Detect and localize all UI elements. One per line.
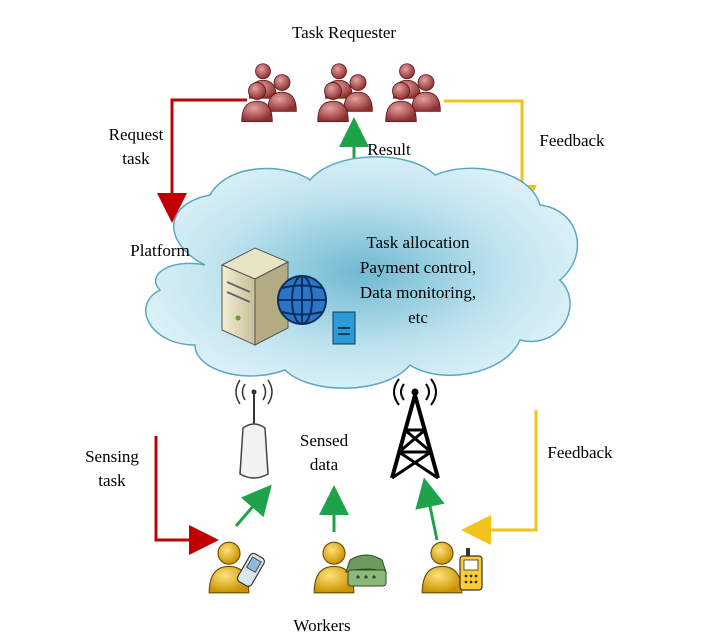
task-requester-label: Task Requester xyxy=(292,23,396,42)
result-label: Result xyxy=(367,140,411,159)
workers-label: Workers xyxy=(293,616,350,635)
wifi-access-point-icon xyxy=(235,379,273,479)
sensed-data-label-line1: Sensed xyxy=(300,431,349,450)
cell-tower-icon xyxy=(390,378,440,480)
function-etc: etc xyxy=(408,308,428,327)
request-task-label-line2: task xyxy=(122,149,150,168)
feedback-bottom-arrow xyxy=(461,410,538,545)
function-data-monitoring: Data monitoring, xyxy=(360,283,476,302)
sensing-task-arrow xyxy=(154,436,219,555)
function-payment-control: Payment control, xyxy=(360,258,476,277)
platform-functions: Task allocation Payment control, Data mo… xyxy=(360,233,476,327)
worker-with-telephone-icon xyxy=(313,541,387,594)
worker-with-cellphone-icon xyxy=(421,541,483,594)
worker-with-mobile-phone-icon xyxy=(208,541,265,594)
server-with-globe-icon xyxy=(220,247,356,346)
sensing-task-label-line2: task xyxy=(98,471,126,490)
function-task-allocation: Task allocation xyxy=(366,233,470,252)
request-task-arrow xyxy=(157,98,247,223)
sensed-data-label-line2: data xyxy=(310,455,339,474)
feedback-bottom-label: Feedback xyxy=(547,443,613,462)
sensing-task-label-line1: Sensing xyxy=(85,447,139,466)
sensed-data-arrow-1 xyxy=(234,484,272,527)
feedback-top-label: Feedback xyxy=(539,131,605,150)
platform-label: Platform xyxy=(130,241,190,260)
sensed-data-arrow-3 xyxy=(415,477,445,541)
feedback-top-arrow xyxy=(444,99,537,215)
request-task-label-line1: Request xyxy=(109,125,164,144)
